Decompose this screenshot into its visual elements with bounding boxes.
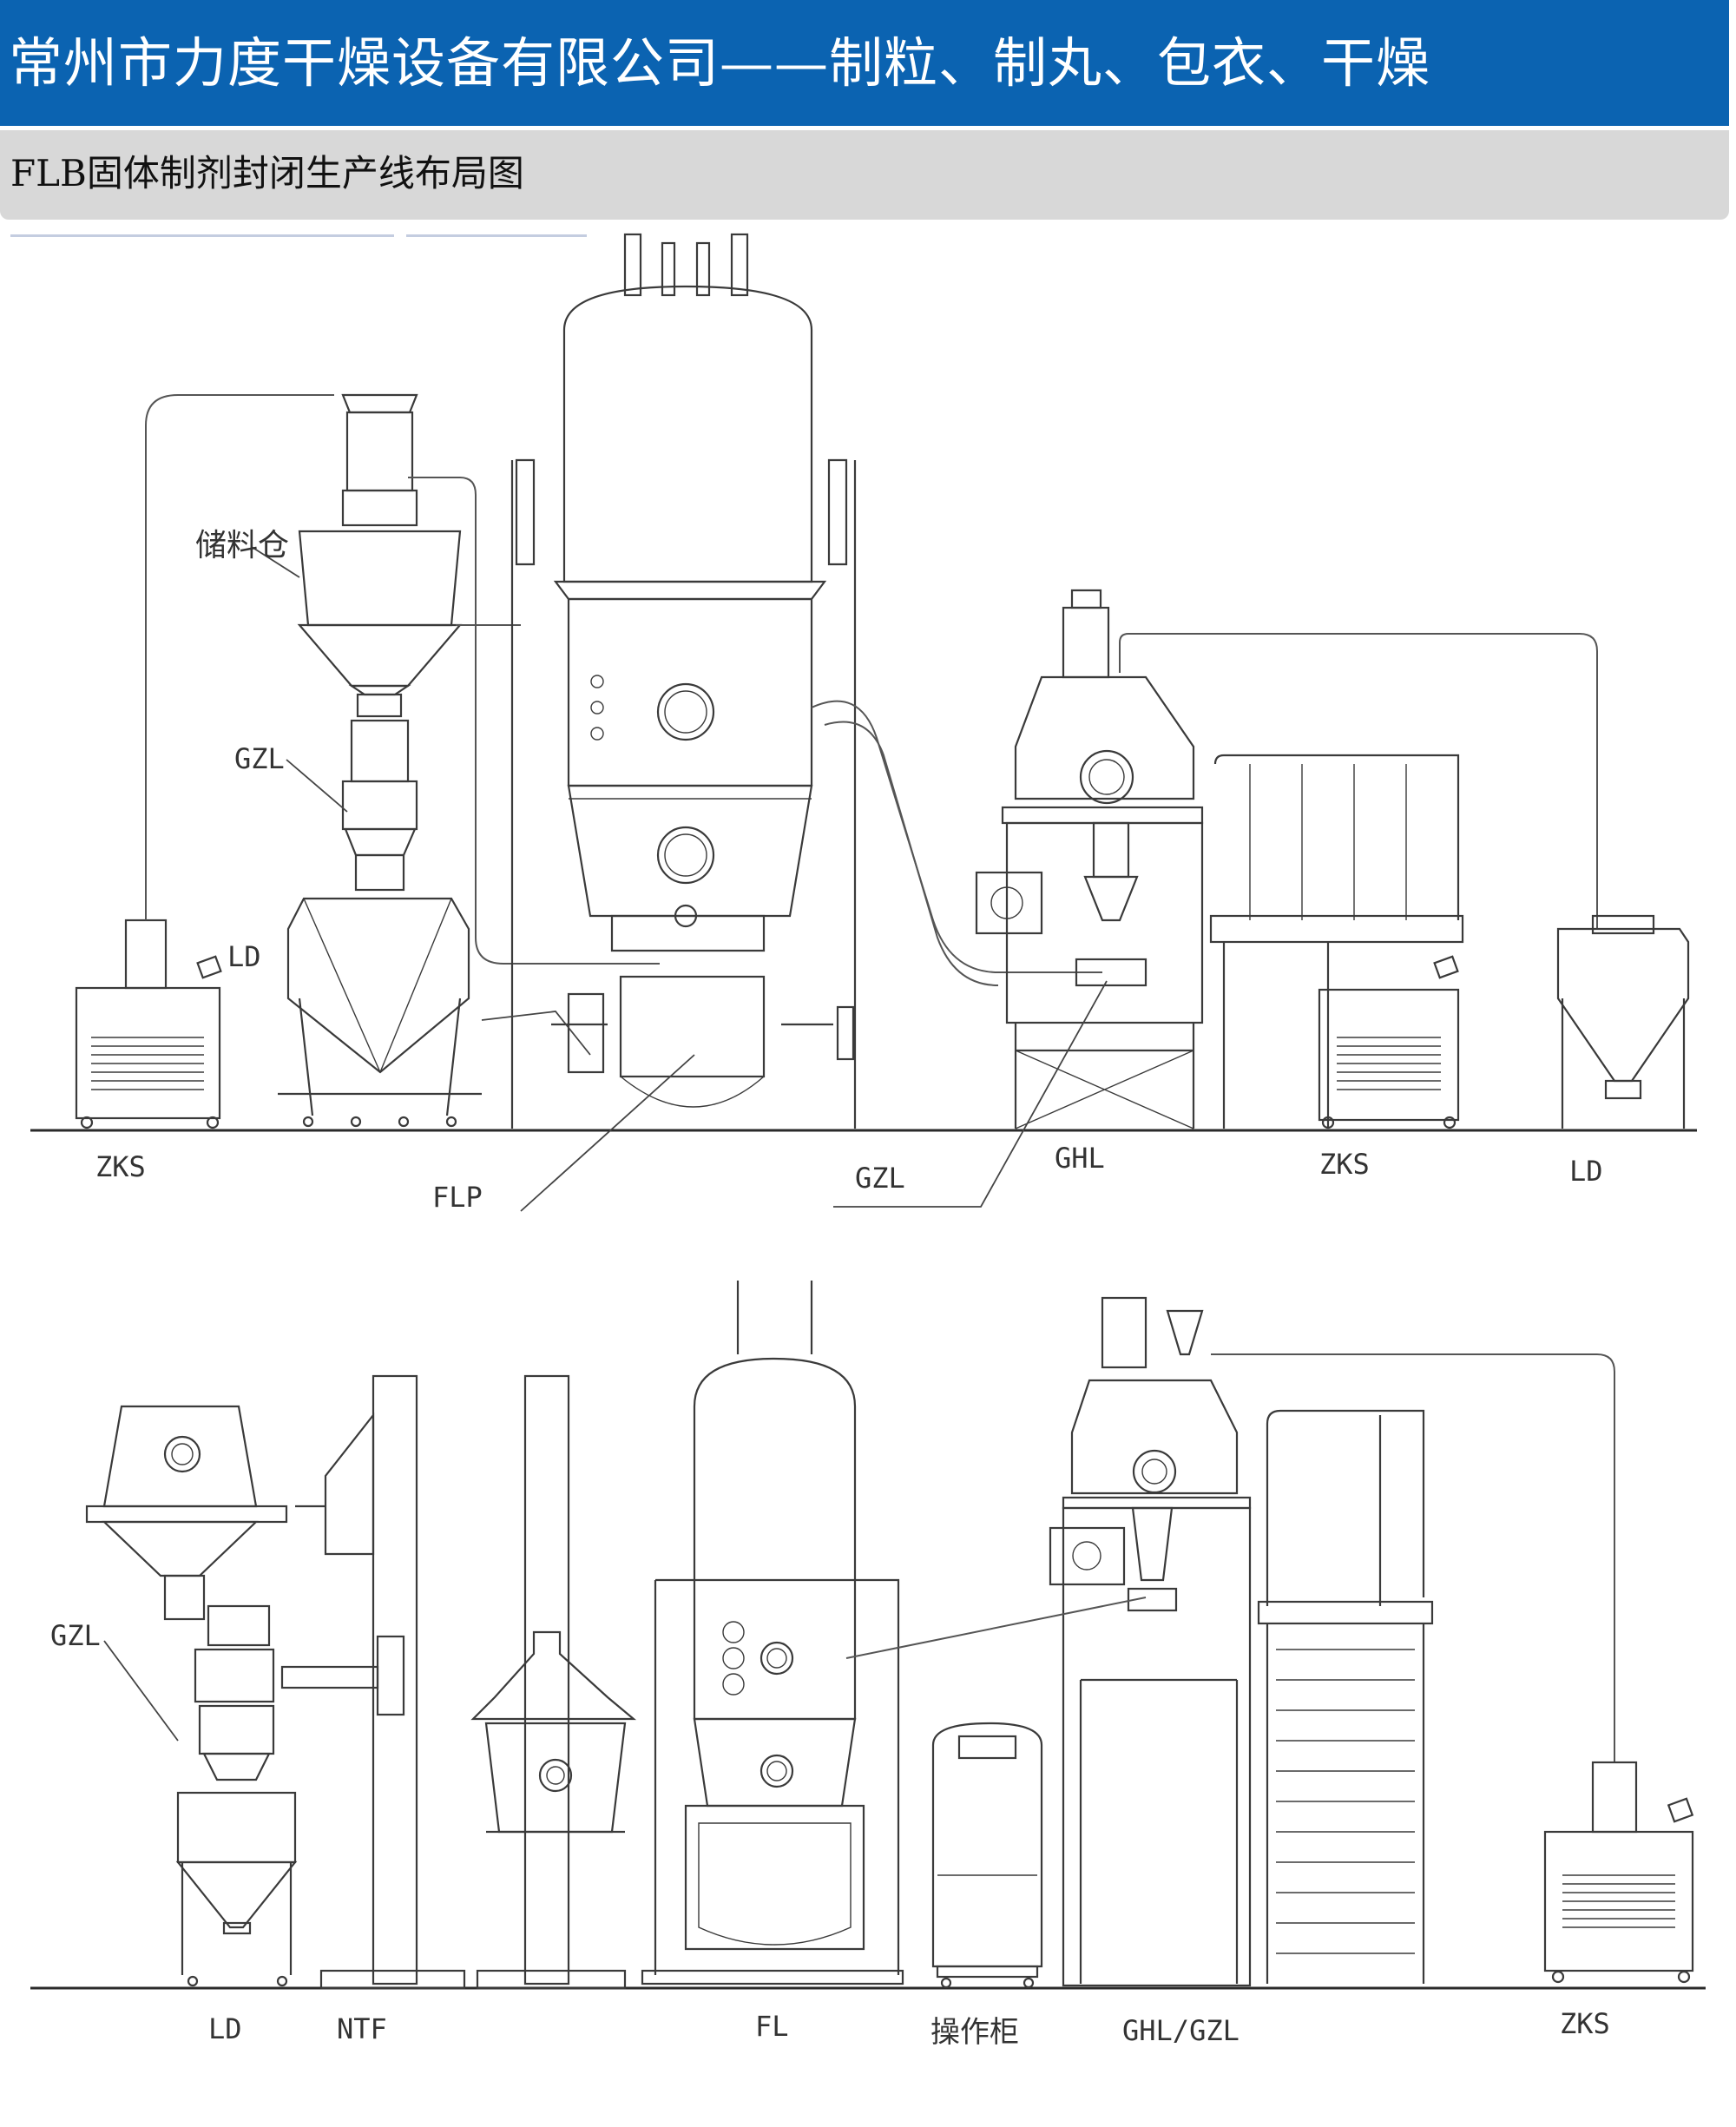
label-ghl-gzl: GHL/GZL [1122,2014,1240,2047]
transfer-pipe-fl-to-ghl [845,1597,1147,1659]
layout-title: FLB固体制剂封闭生产线布局图 [10,152,524,194]
label-gzl-bottom: GZL [50,1619,101,1652]
transfer-pipe-bin-to-flp [408,477,660,965]
label-control-cabinet: 操作柜 [930,2015,1019,2050]
zks-right-unit [1209,754,1464,1129]
label-storage-bin: 储料仓 [195,528,289,563]
ld-right-bin [1556,914,1690,1129]
vacuum-pipe-right [1119,633,1598,929]
ghl-gzl-unit [1049,1296,1252,1987]
fl-fluid-bed [641,1281,904,1985]
subtitle-bar: FLB固体制剂封闭生产线布局图 [0,130,1729,220]
header-banner: 常州市力度干燥设备有限公司——制粒、制丸、包衣、干燥 [0,0,1729,126]
company-title: 常州市力度干燥设备有限公司——制粒、制丸、包衣、干燥 [9,31,1431,95]
tab-underline-1 [10,234,394,237]
ntf-lifter [280,1374,466,1990]
label-gzl-left: GZL [234,742,285,775]
label-fl: FL [755,2010,789,2043]
stair-platform [1257,1409,1434,1984]
vacuum-pipe-bottom [1211,1353,1615,1762]
leader-storage-bin [251,546,300,578]
leader-flp-bottom [520,1054,695,1212]
control-cabinet [931,1722,1043,1989]
zks-left-unit [75,919,222,1129]
ld-gzl-left-assembly [85,1405,298,1987]
leader-gzl-mid [833,980,1108,1208]
tab-underline-2 [406,234,587,237]
label-ghl: GHL [1055,1142,1105,1175]
top-layout [30,233,1697,1212]
label-zks-right: ZKS [1319,1148,1370,1181]
vacuum-pipe-left [145,394,334,920]
label-zks-left: ZKS [95,1150,146,1183]
label-ld-right: LD [1569,1155,1603,1188]
leader-gzl-left [286,759,348,813]
label-ld-left: LD [227,940,261,973]
ghl-granulator [975,589,1204,1129]
zks-bottom-unit [1543,1761,1694,1984]
flp-fluid-bed [510,233,857,1129]
storage-bin-column [278,393,482,1128]
label-gzl-mid: GZL [855,1162,905,1195]
label-ld-bottom: LD [208,2012,242,2045]
bottom-layout [30,1281,1706,1990]
label-ntf: NTF [337,2012,387,2045]
leader-gzl-bottom [103,1640,179,1742]
label-zks-bottom: ZKS [1560,2007,1610,2040]
label-flp: FLP [432,1181,483,1214]
production-line-diagram: 储料仓 GZL LD ZKS FLP GZL GHL ZKS LD [30,233,1706,2050]
leader-flp [481,1011,591,1056]
ntf-column-hood [470,1374,637,1990]
